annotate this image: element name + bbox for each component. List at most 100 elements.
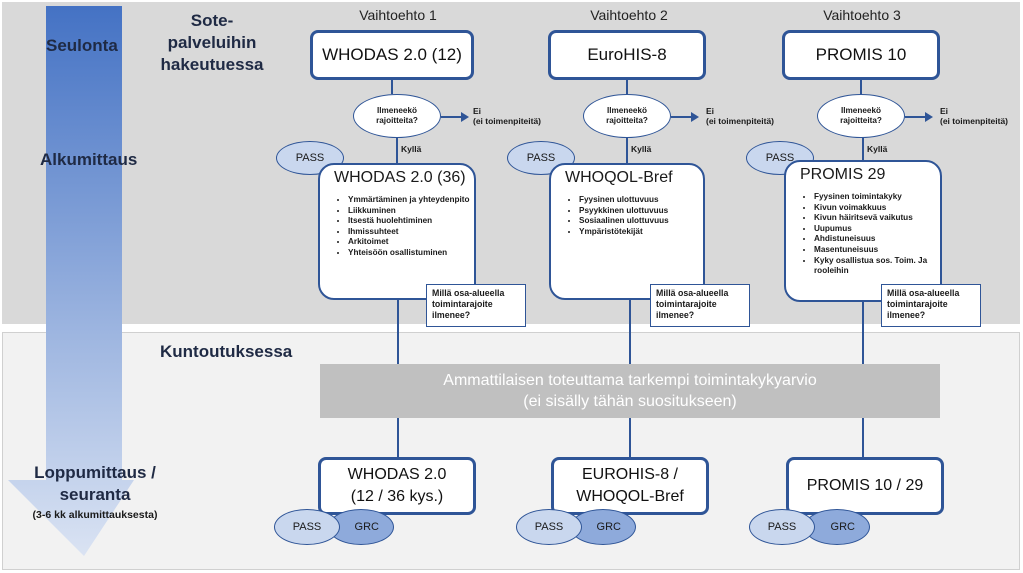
- phase-final-note: (3-6 kk alkumittauksesta): [32, 509, 158, 521]
- option-3-label: Vaihtoehto 3: [823, 7, 901, 23]
- phase-screening: Seulonta: [46, 36, 118, 55]
- no-label-line-1: Ei: [706, 106, 715, 116]
- option-2-final-pass-ellipse: PASS: [516, 509, 582, 545]
- no-arrow-head-icon: [691, 112, 699, 122]
- final-line-1: Loppumittaus /: [34, 463, 156, 482]
- final-line-2: seuranta: [59, 485, 131, 504]
- final-tool-line-1: WHODAS 2.0: [347, 466, 447, 483]
- connector: [629, 418, 631, 458]
- connector: [862, 302, 864, 364]
- domain-item: Sosiaalinen ulottuvuus: [579, 216, 669, 227]
- option-1-final-tool: WHODAS 2.0 (12 / 36 kys.): [318, 457, 476, 515]
- no-label-line-1: Ei: [940, 106, 949, 116]
- connector: [626, 138, 628, 164]
- professional-assessment-bar: Ammattilaisen toteuttama tarkempi toimin…: [320, 364, 940, 418]
- note-line-1: Millä osa-alueella: [887, 288, 960, 298]
- no-label-line-2: (ei toimenpiteitä): [706, 116, 775, 126]
- note-line-2: toimintarajoite: [432, 298, 493, 309]
- screen-tool-name: EuroHIS-8: [587, 45, 667, 64]
- domain-item: Ympäristötekijät: [579, 227, 669, 238]
- option-1-no-label: Ei(ei toimenpiteitä): [473, 106, 541, 126]
- assessment-line-2: (ei sisälly tähän suositukseen): [523, 393, 737, 410]
- final-tool-line-2: WHOQOL-Bref: [576, 488, 684, 505]
- domain-item: Uupumus: [814, 224, 940, 235]
- connector: [862, 418, 864, 458]
- pass-label: PASS: [292, 521, 322, 533]
- option-2-label: Vaihtoehto 2: [590, 7, 668, 23]
- option-2-final-tool: EUROHIS-8 / WHOQOL-Bref: [551, 457, 709, 515]
- connector: [396, 138, 398, 164]
- domain-item: Ahdistuneisuus: [814, 234, 940, 245]
- domain-list: Fyysinen toimintakyky Kivun voimakkuus K…: [786, 192, 940, 277]
- baseline-tool-name: PROMIS 29: [800, 166, 886, 183]
- connector: [397, 300, 399, 364]
- option-1-label: Vaihtoehto 1: [359, 7, 437, 23]
- context-line-2: palveluihin: [167, 33, 257, 52]
- question-line-2: rajoitteita?: [606, 116, 648, 125]
- option-1-baseline-box: WHODAS 2.0 (36) Ymmärtäminen ja yhteyden…: [318, 163, 476, 300]
- option-2-screen-tool: EuroHIS-8: [548, 30, 706, 80]
- connector: [397, 418, 399, 458]
- question-line-2: rajoitteita?: [840, 116, 882, 125]
- context-line-1: Sote-: [190, 11, 234, 30]
- note-line-2: toimintarajoite: [656, 298, 717, 309]
- grc-label: GRC: [596, 521, 621, 533]
- connector: [391, 80, 393, 94]
- no-label-line-2: (ei toimenpiteitä): [473, 116, 542, 126]
- baseline-tool-name: WHOQOL-Bref: [565, 169, 673, 186]
- no-arrow-line: [671, 116, 693, 118]
- option-3-baseline-box: PROMIS 29 Fyysinen toimintakyky Kivun vo…: [784, 160, 942, 302]
- option-2-yes-label: Kyllä: [631, 144, 652, 154]
- option-2-no-label: Ei(ei toimenpiteitä): [706, 106, 774, 126]
- connector: [860, 80, 862, 94]
- connector: [629, 300, 631, 364]
- note-line-3: ilmenee?: [887, 309, 926, 320]
- option-2-baseline-box: WHOQOL-Bref Fyysinen ulottuvuus Psyykkin…: [549, 163, 705, 300]
- domain-item: Ymmärtäminen ja yhteydenpito: [348, 195, 469, 206]
- domain-item: Liikkuminen: [348, 206, 469, 217]
- connector: [862, 138, 864, 164]
- question-line-2: rajoitteita?: [376, 116, 418, 125]
- option-3-yes-label: Kyllä: [867, 144, 888, 154]
- screen-tool-name: WHODAS 2.0 (12): [322, 45, 462, 64]
- phase-final: Loppumittaus / seuranta: [10, 462, 180, 506]
- phase-rehab: Kuntoutuksessa: [160, 342, 293, 361]
- no-label-line-1: Ei: [473, 106, 482, 116]
- pass-label: PASS: [534, 521, 564, 533]
- question-line-1: Ilmeneekö: [840, 106, 882, 115]
- option-1-screen-tool: WHODAS 2.0 (12): [310, 30, 474, 80]
- option-1-final-pass-ellipse: PASS: [274, 509, 340, 545]
- no-arrow-line: [441, 116, 463, 118]
- phase-screening-context: Sote- palveluihin hakeutuessa: [152, 10, 272, 76]
- final-tool-line-2: (12 / 36 kys.): [350, 488, 444, 505]
- domain-item: Kivun häiritsevä vaikutus: [814, 213, 940, 224]
- pass-label: PASS: [295, 152, 325, 164]
- note-line-3: ilmenee?: [656, 309, 695, 320]
- domain-item: Itsestä huolehtiminen: [348, 216, 469, 227]
- screen-tool-name: PROMIS 10: [815, 45, 907, 64]
- note-line-2: toimintarajoite: [887, 298, 948, 309]
- note-line-1: Millä osa-alueella: [656, 288, 729, 298]
- option-3-final-tool: PROMIS 10 / 29: [786, 457, 944, 515]
- no-arrow-head-icon: [925, 112, 933, 122]
- grc-label: GRC: [830, 521, 855, 533]
- domain-item: Ihmissuhteet: [348, 227, 469, 238]
- timeline-arrow: [8, 6, 134, 556]
- domain-item: Yhteisöön osallistuminen: [348, 248, 469, 259]
- domain-list: Fyysinen ulottuvuus Psyykkinen ulottuvuu…: [551, 195, 669, 237]
- option-3-no-label: Ei(ei toimenpiteitä): [940, 106, 1008, 126]
- question-line-1: Ilmeneekö: [376, 106, 418, 115]
- option-3-grc-ellipse: GRC: [804, 509, 870, 545]
- pass-label: PASS: [765, 152, 795, 164]
- domain-item: Masentuneisuus: [814, 245, 940, 256]
- final-tool-line-1: EUROHIS-8 /: [581, 466, 678, 483]
- domain-item: Arkitoimet: [348, 237, 469, 248]
- baseline-tool-name: WHODAS 2.0 (36): [334, 169, 466, 186]
- domain-item: Fyysinen toimintakyky: [814, 192, 940, 203]
- context-line-3: hakeutuessa: [160, 55, 264, 74]
- note-line-1: Millä osa-alueella: [432, 288, 505, 298]
